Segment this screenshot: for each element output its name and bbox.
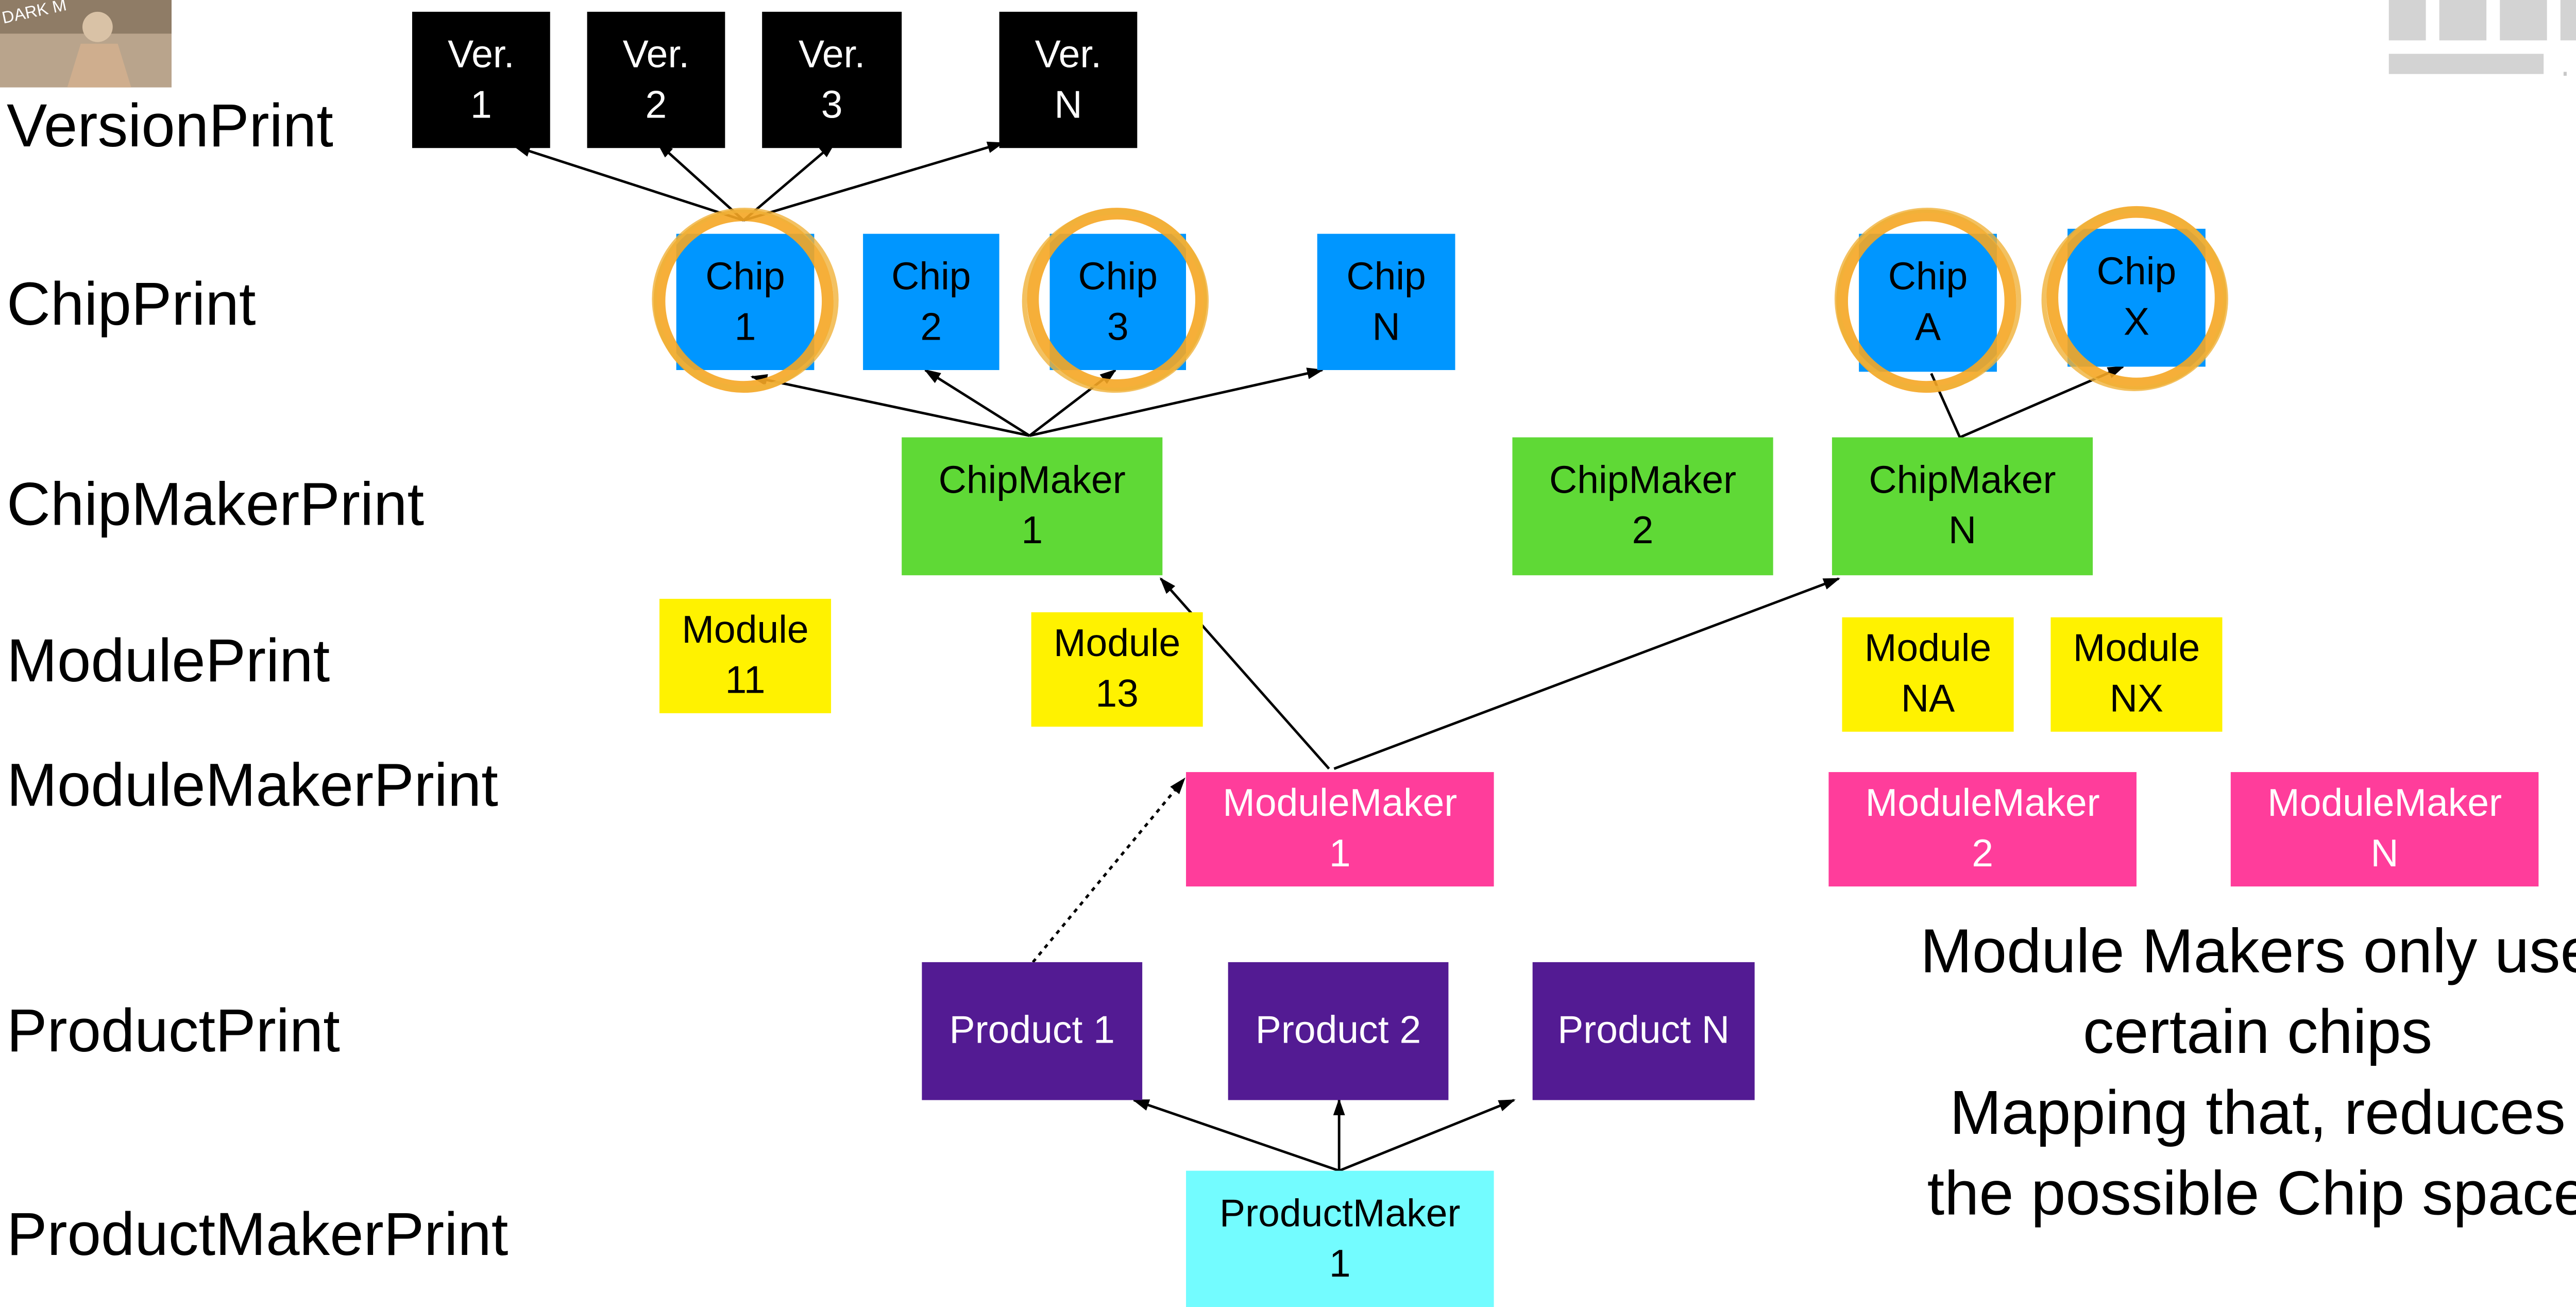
brand-logo: .FYI: [2382, 0, 2576, 84]
note-line-1: Module Makers only use: [1920, 916, 2576, 986]
version-box-1: Ver.1: [412, 11, 550, 148]
svg-text:.FYI: .FYI: [2557, 54, 2576, 81]
note-line-4: the possible Chip space: [1927, 1159, 2576, 1229]
row-label-moduleprint: ModulePrint: [7, 626, 330, 695]
edge-pm1-p1: [1132, 1099, 1340, 1172]
highlight-ring-chip-a: [1834, 207, 2022, 393]
highlight-ring-chip-1: [652, 208, 839, 393]
version-box-3: Ver.3: [762, 11, 902, 148]
edge-pm1-pN: [1338, 1099, 1516, 1172]
edge-chip1-verN: [743, 141, 1005, 222]
edge-mm1-cm1: [1159, 577, 1330, 770]
corner-photo-thumbnail: DARK M: [0, 0, 172, 88]
version-box-2: Ver.2: [587, 11, 725, 148]
note-line-3: Mapping that, reduces: [1950, 1078, 2566, 1148]
row-label-productmakerprint: ProductMakerPrint: [7, 1199, 509, 1268]
row-label-versionprint: VersionPrint: [7, 91, 333, 160]
product-box-n: Product N: [1532, 962, 1755, 1100]
row-label-chipmakerprint: ChipMakerPrint: [7, 469, 425, 539]
product-box-2: Product 2: [1228, 962, 1449, 1100]
highlight-ring-chip-x: [2041, 206, 2228, 391]
edge-p1-mm1-dotted: [1031, 777, 1185, 963]
edge-chip1-ver2: [656, 142, 744, 222]
photo-image-icon: DARK M: [0, 0, 172, 88]
product-box-1: Product 1: [922, 962, 1143, 1100]
edge-chip1-ver3: [742, 142, 836, 222]
edge-cm1-chipN: [1029, 367, 1324, 437]
row-label-modulemakerprint: ModuleMakerPrint: [7, 750, 498, 819]
edge-cm1-chip2: [924, 368, 1030, 437]
explanation-note: Module Makers only use certain chips Map…: [1871, 912, 2576, 1235]
highlight-ring-chip-3: [1022, 208, 1209, 393]
edge-chip1-ver1: [513, 145, 744, 222]
note-line-2: certain chips: [2082, 997, 2433, 1067]
edge-mm1-cmN: [1333, 577, 1841, 770]
row-label-chipprint: ChipPrint: [7, 269, 256, 339]
row-label-productprint: ProductPrint: [7, 996, 340, 1065]
edge-cm1-chip1: [750, 374, 1030, 437]
version-box-n: Ver.N: [999, 11, 1138, 148]
